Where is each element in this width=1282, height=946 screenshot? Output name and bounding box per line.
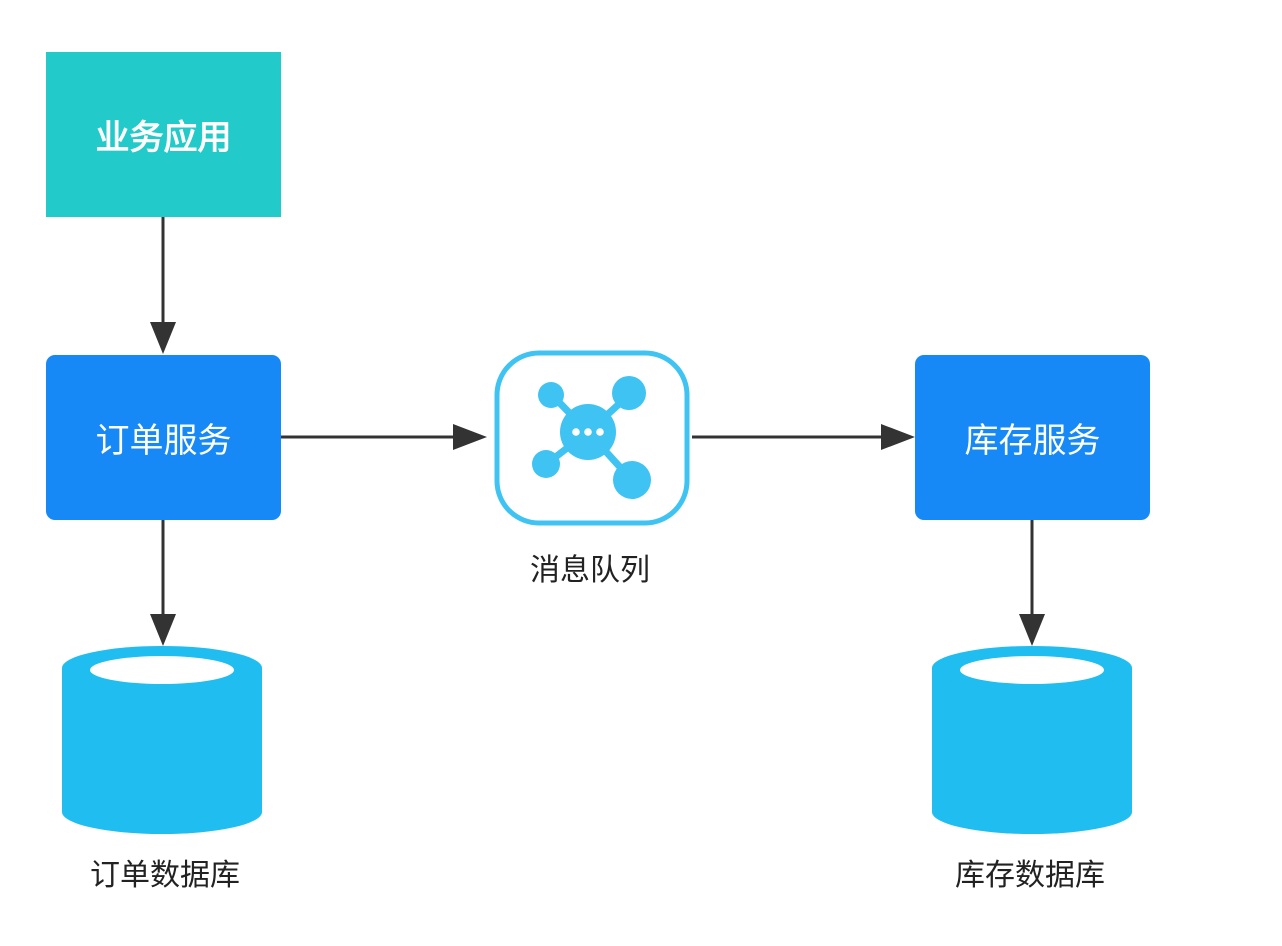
arrow-app-to-order [150,217,176,354]
message-queue-label: 消息队列 [530,553,650,588]
arrow-stock-to-db [1019,520,1045,646]
order-service-node: 订单服务 [46,355,281,520]
stock-db-label: 库存数据库 [955,858,1105,893]
order-db-label: 订单数据库 [90,858,240,893]
business-app-node: 业务应用 [46,52,281,217]
arrow-order-to-db [150,520,176,646]
stock-service-label: 库存服务 [964,421,1101,461]
arrow-queue-to-stock [692,424,915,450]
arrow-order-to-queue [281,424,487,450]
stock-service-node: 库存服务 [915,355,1150,520]
database-icon [62,646,262,834]
order-service-label: 订单服务 [95,421,232,461]
business-app-label: 业务应用 [95,118,232,158]
database-icon [932,646,1132,834]
message-queue-icon [494,350,690,526]
